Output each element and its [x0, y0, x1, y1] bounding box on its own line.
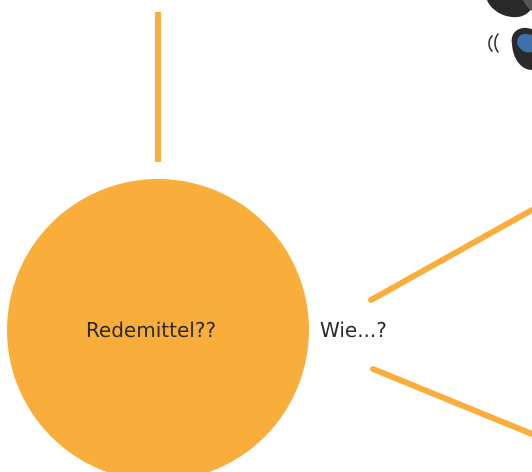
central-node-label: Redemittel?? [86, 318, 216, 342]
central-node[interactable] [7, 179, 309, 472]
speaker-icon [487, 0, 532, 70]
connector-lower-right [370, 366, 532, 437]
branch-label: Wie...? [320, 318, 387, 342]
connector-upper-right [368, 207, 532, 303]
